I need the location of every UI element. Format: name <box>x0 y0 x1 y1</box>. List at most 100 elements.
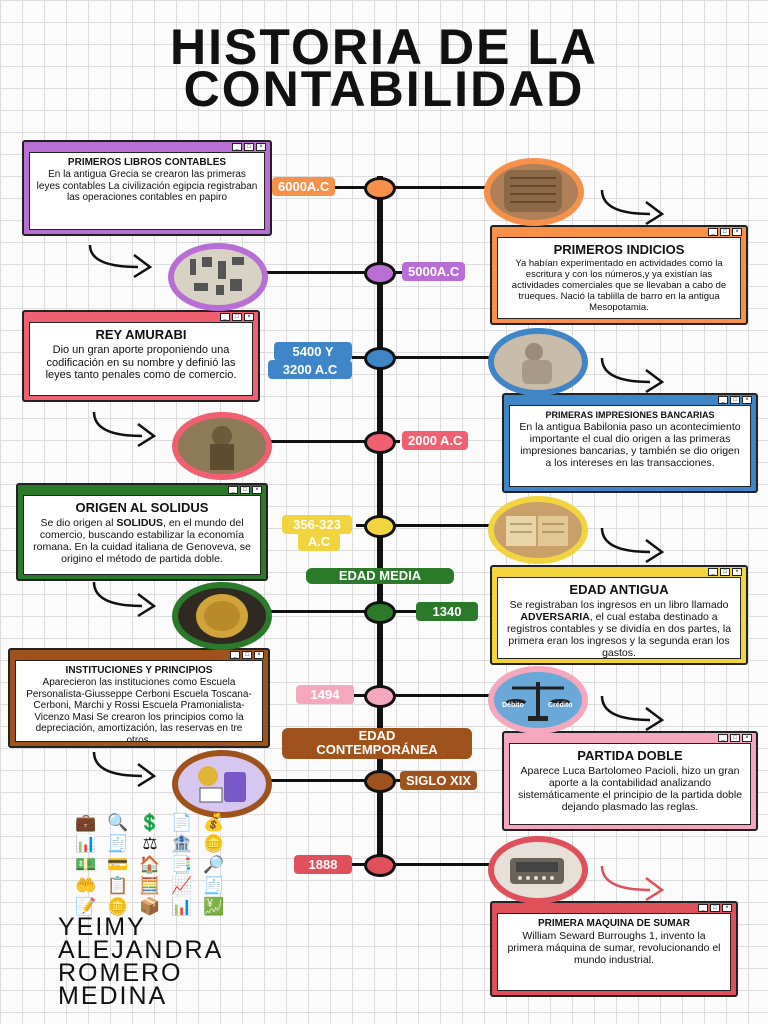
date-label: 6000A.C <box>272 177 336 196</box>
arrow-icon <box>600 357 665 394</box>
arrow-icon <box>92 751 157 788</box>
timeline-node <box>364 685 396 708</box>
box-primeros-libros: _□× PRIMEROS LIBROS CONTABLES En la anti… <box>22 140 272 236</box>
box-title: PARTIDA DOBLE <box>577 748 683 763</box>
text-bold: ADVERSARIA <box>520 611 590 624</box>
accounting-icon: 🧾 <box>203 876 225 895</box>
arrow-icon <box>600 865 665 902</box>
connector <box>262 271 402 274</box>
timeline-node <box>364 601 396 624</box>
box-text: Aparecieron las instituciones como Escue… <box>26 677 252 742</box>
accounting-icon: 🔎 <box>203 855 225 874</box>
timeline-node <box>364 854 396 877</box>
author-line: YEIMY <box>58 913 146 941</box>
box-text: Aparece Luca Bartolomeo Pacioli, hizo un… <box>517 765 743 814</box>
date-label: 1888 <box>294 855 352 874</box>
box-text: Dio un gran aporte proponiendo una codif… <box>45 344 237 382</box>
hammurabi-image <box>172 412 272 480</box>
date-label: 1494 <box>296 685 354 704</box>
accounting-icon: 🧮 <box>139 876 161 895</box>
connector <box>352 694 500 697</box>
gold-coin-image <box>172 582 272 650</box>
arrow-icon <box>600 189 665 226</box>
timeline-node <box>364 177 396 200</box>
clay-tablet-image <box>484 158 584 226</box>
timeline-node <box>364 347 396 370</box>
accounting-icon: 💳 <box>107 855 129 874</box>
accounting-icon: 🧾 <box>107 834 129 853</box>
box-instituciones: _□× INSTITUCIONES Y PRINCIPIOS Aparecier… <box>8 648 270 748</box>
era-label: EDAD CONTEMPORÁNEA <box>282 728 472 759</box>
box-title: INSTITUCIONES Y PRINCIPIOS <box>65 665 213 676</box>
author-line: MEDINA <box>58 982 168 1010</box>
box-primeros-indicios: _□× PRIMEROS INDICIOS Ya habían experime… <box>490 225 748 325</box>
box-title: REY AMURABI <box>95 327 187 342</box>
box-title: PRIMERA MAQUINA DE SUMAR <box>537 918 691 929</box>
accounting-icon: 📊 <box>171 897 193 916</box>
accounting-icon: 📦 <box>139 897 161 916</box>
sculpture-image <box>488 328 588 396</box>
box-title: EDAD ANTIGUA <box>569 582 669 597</box>
box-title: PRIMERAS IMPRESIONES BANCARIAS <box>545 410 715 420</box>
date-label: 5000A.C <box>402 262 466 281</box>
accounting-icon: 📈 <box>171 876 193 895</box>
credit-label: Crédito <box>548 702 573 709</box>
era-label: EDAD MEDIA <box>306 568 454 584</box>
box-title: ORIGEN AL SOLIDUS <box>75 500 209 515</box>
box-text: En la antigua Grecia se crearon las prim… <box>36 169 258 203</box>
author-line: ROMERO <box>58 959 183 987</box>
page-title-line1: HISTORIA DE LA <box>169 19 599 75</box>
text-bold: SOLIDUS <box>116 517 163 529</box>
arrow-icon <box>88 244 153 279</box>
accounting-icon: 💼 <box>75 813 97 832</box>
box-maquina-sumar: _□× PRIMERA MAQUINA DE SUMAR William Sew… <box>490 901 738 997</box>
accounting-icon: 📄 <box>171 813 193 832</box>
accounting-icon: 🤲 <box>75 876 97 895</box>
accounting-icon: 💵 <box>75 855 97 874</box>
era-line1: EDAD <box>358 728 396 743</box>
connector <box>352 356 500 359</box>
accounting-tools-image <box>172 750 272 818</box>
box-rey-amurabi: _□× REY AMURABI Dio un gran aporte propo… <box>22 310 260 402</box>
box-text: William Seward Burroughs 1, invento la p… <box>507 930 721 967</box>
timeline-node <box>364 262 396 285</box>
box-text: Ya habían experimentado en actividades c… <box>511 258 727 313</box>
debit-label: Débito <box>502 702 524 709</box>
author-line: ALEJANDRA <box>58 936 224 964</box>
accounting-icons-grid: 💼🔍💲📄💰📊🧾⚖🏦🪙💵💳🏠📑🔎🤲📋🧮📈🧾📝🪙📦📊💹 <box>70 812 230 917</box>
accounting-icon: 🪙 <box>203 834 225 853</box>
balance-scale-image: Débito Crédito <box>488 666 588 734</box>
arrow-icon <box>92 581 157 618</box>
date-label: 5400 Y <box>274 342 352 361</box>
timeline-node <box>364 515 396 538</box>
date-label: 1340 <box>416 602 478 621</box>
accounting-icon: 🪙 <box>107 897 129 916</box>
accounting-icon: 🔍 <box>107 813 129 832</box>
era-line2: CONTEMPORÁNEA <box>316 742 438 758</box>
connector <box>270 440 400 443</box>
arrow-icon <box>92 411 157 448</box>
date-label: SIGLO XIX <box>400 771 478 790</box>
text-part: Se registraban los ingresos en un libro … <box>509 599 729 611</box>
accounting-icon: ⚖ <box>142 834 158 853</box>
connector <box>268 779 400 782</box>
accounting-icon: 📑 <box>171 855 193 874</box>
accounting-icon: 📝 <box>75 897 97 916</box>
box-partida-doble: _□× PARTIDA DOBLE Aparece Luca Bartolome… <box>502 731 758 831</box>
box-text: En la antigua Babilonia paso un aconteci… <box>519 421 741 470</box>
box-impresiones-bancarias: _□× PRIMERAS IMPRESIONES BANCARIAS En la… <box>502 393 758 493</box>
box-text: Se registraban los ingresos en un libro … <box>504 599 734 658</box>
box-origen-solidus: _□× ORIGEN AL SOLIDUS Se dio origen al S… <box>16 483 268 581</box>
old-book-image <box>488 496 588 564</box>
connector <box>350 863 500 866</box>
accounting-icon: 🏦 <box>171 834 193 853</box>
text-part: , en el mundo del comercio, buscando est… <box>33 517 251 566</box>
connector <box>268 610 418 613</box>
box-edad-antigua: _□× EDAD ANTIGUA Se registraban los ingr… <box>490 565 748 665</box>
papyrus-image <box>168 243 268 311</box>
box-title: PRIMEROS LIBROS CONTABLES <box>67 157 227 168</box>
timeline-node <box>364 431 396 454</box>
arrow-icon <box>600 695 665 732</box>
box-title: PRIMEROS INDICIOS <box>553 242 685 257</box>
timeline-node <box>364 770 396 793</box>
